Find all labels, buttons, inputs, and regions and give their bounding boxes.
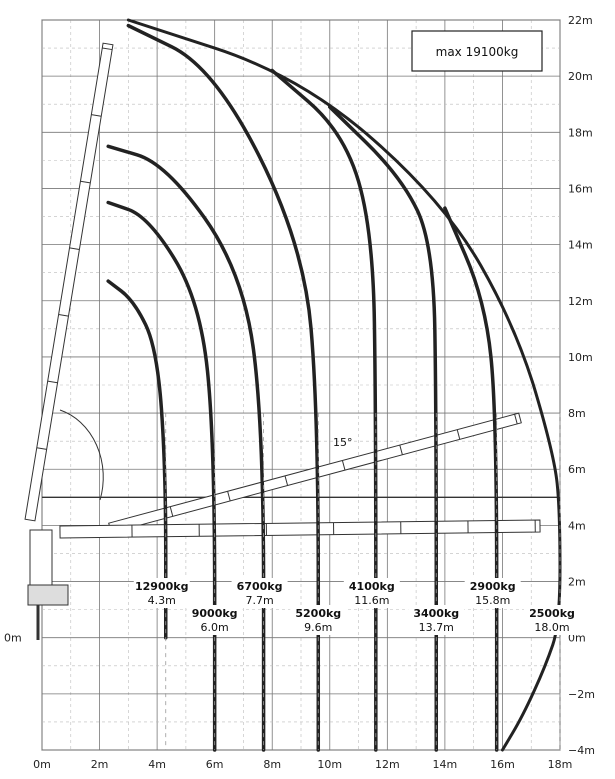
y-tick-label: 12m — [568, 295, 593, 308]
load-label-bg — [186, 605, 243, 635]
crane-boom-drawing — [24, 42, 541, 640]
load-reach-label: 13.7m — [419, 621, 454, 634]
x-tick-label: 6m — [206, 758, 224, 771]
inclined-boom-section — [284, 475, 289, 486]
load-reach-label: 9.6m — [304, 621, 332, 634]
load-label-bg — [133, 578, 190, 608]
y-tick-label: 20m — [568, 70, 593, 83]
y-tick-label: −2m — [568, 688, 595, 701]
crane-base — [27, 584, 69, 606]
inclined-boom-section — [456, 429, 461, 440]
y-tick-label: 22m — [568, 14, 593, 27]
load-label-bg — [231, 578, 288, 608]
x-tick-label: 12m — [375, 758, 400, 771]
load-reach-label: 11.6m — [354, 594, 389, 607]
load-curve-9.6m — [126, 23, 321, 752]
x-tick-label: 16m — [490, 758, 515, 771]
load-label-bg — [343, 578, 400, 608]
load-curve-7.7m — [106, 144, 266, 752]
load-kg-label: 6700kg — [237, 580, 283, 593]
load-reach-label: 18.0m — [534, 621, 569, 634]
inclined-boom-section — [169, 506, 174, 517]
load-kg-label: 12900kg — [135, 580, 188, 593]
load-kg-label: 2500kg — [529, 607, 575, 620]
load-curve-13.7m — [328, 105, 439, 752]
x-tick-label: 4m — [148, 758, 166, 771]
load-kg-label: 2900kg — [470, 580, 516, 593]
x-tick-label: 10m — [317, 758, 342, 771]
angle-label: 15° — [333, 436, 353, 449]
load-curve-18.0m — [126, 18, 562, 752]
x-tick-label: 8m — [263, 758, 281, 771]
load-label-bg — [408, 605, 465, 635]
vertical-boom-section — [80, 180, 91, 184]
load-kg-label: 3400kg — [413, 607, 459, 620]
vertical-boom-section — [69, 247, 80, 250]
y-tick-label-left: 0m — [4, 632, 22, 645]
y-tick-label: 4m — [568, 519, 586, 532]
inclined-boom-section — [227, 491, 231, 502]
load-reach-label: 4.3m — [148, 594, 176, 607]
vertical-boom-section — [36, 447, 47, 450]
inclined-boom-section — [514, 414, 518, 425]
vertical-boom-section — [91, 114, 102, 117]
load-kg-label: 4100kg — [349, 580, 395, 593]
vertical-boom-section — [58, 314, 69, 317]
axis-ticks: 0m 2m 4m 6m 8m 10m 12m 14m 16m 18m 22m 20m 18m 16m 14m… — [4, 14, 595, 771]
load-label-bg — [464, 578, 521, 608]
vertical-boom-section — [47, 380, 58, 384]
load-curve-4.3m — [106, 279, 168, 640]
vertical-boom-section — [102, 47, 113, 51]
y-tick-label: 8m — [568, 407, 586, 420]
y-tick-label: 10m — [568, 351, 593, 364]
y-tick-label: 2m — [568, 576, 586, 589]
y-tick-label: 18m — [568, 126, 593, 139]
load-label-bg — [290, 605, 347, 635]
x-tick-label: 14m — [433, 758, 458, 771]
load-curve-11.6m — [270, 68, 378, 752]
horizontal-boom — [59, 519, 541, 539]
grid — [41, 19, 561, 751]
x-tick-label: 0m — [33, 758, 51, 771]
x-tick-label: 18m — [548, 758, 573, 771]
crane-column — [29, 529, 53, 591]
load-kg-label: 5200kg — [295, 607, 341, 620]
load-reach-label: 7.7m — [245, 594, 273, 607]
inclined-boom-section — [341, 460, 346, 471]
y-tick-label: 14m — [568, 239, 593, 252]
load-curve-6.0m — [106, 200, 217, 752]
load-curve-15.8m — [443, 206, 499, 752]
load-curves — [106, 18, 562, 752]
max-load-box — [411, 30, 543, 72]
y-tick-label: 16m — [568, 182, 593, 195]
inclined-boom-section — [399, 444, 403, 455]
y-tick-label: −4m — [568, 744, 595, 757]
load-kg-label: 9000kg — [192, 607, 238, 620]
load-label-bg — [524, 605, 580, 635]
y-tick-label: 6m — [568, 463, 586, 476]
x-tick-label: 2m — [91, 758, 109, 771]
load-reach-label: 15.8m — [475, 594, 510, 607]
load-reach-label: 6.0m — [201, 621, 229, 634]
slewing-arc — [59, 409, 104, 501]
vertical-boom — [24, 42, 114, 522]
max-load-label: max 19100kg — [436, 45, 519, 59]
